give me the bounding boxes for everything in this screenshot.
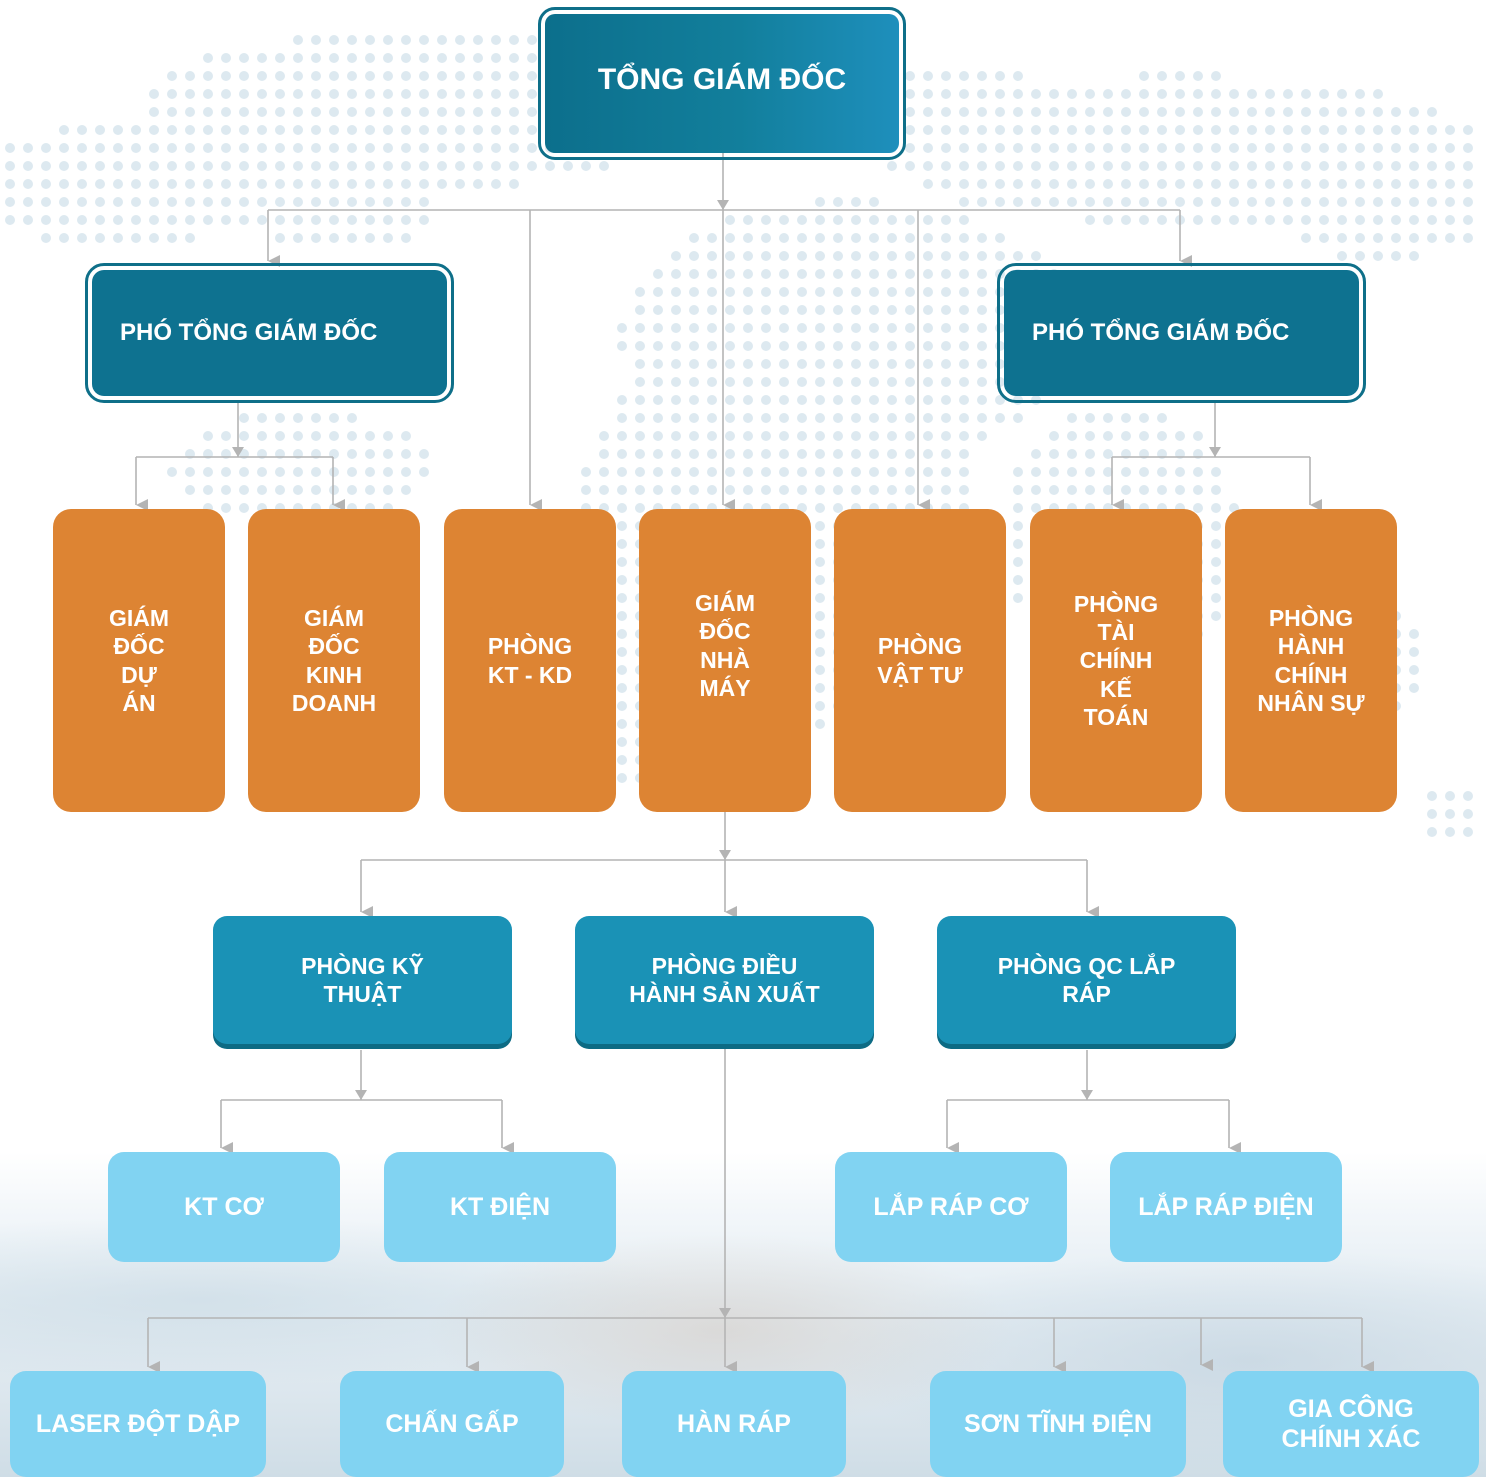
connector-arrow-production-down [719,1308,731,1318]
connector-arrow-vp-right-down [1209,447,1221,457]
node-dept-supplies: PHÒNG VẬT TƯ [834,509,1006,812]
node-dept-business-director: GIÁM ĐỐC KINH DOANH [248,509,420,812]
node-unit-chan-gap: CHẤN GẤP [340,1371,564,1477]
node-unit-laser: LASER ĐỘT DẬP [10,1371,266,1477]
node-dept-factory-director: GIÁM ĐỐC NHÀ MÁY [639,509,811,812]
node-unit-kt-co: KT CƠ [108,1152,340,1262]
node-unit-son-tinh-dien: SƠN TĨNH ĐIỆN [930,1371,1186,1477]
node-unit-han-rap: HÀN RÁP [622,1371,846,1477]
node-sub-qc-assembly: PHÒNG QC LẮP RÁP [937,916,1236,1044]
node-dept-project-director: GIÁM ĐỐC DỰ ÁN [53,509,225,812]
node-unit-lap-rap-dien: LẮP RÁP ĐIỆN [1110,1152,1342,1262]
node-vp-right: PHÓ TỔNG GIÁM ĐỐC [997,263,1366,403]
node-ceo: TỔNG GIÁM ĐỐC [538,7,906,160]
node-unit-lap-rap-co: LẮP RÁP CƠ [835,1152,1067,1262]
node-vp-left: PHÓ TỔNG GIÁM ĐỐC [85,263,454,403]
map-dots [5,35,1473,837]
connector-arrow-technical-down [355,1090,367,1100]
node-sub-technical: PHÒNG KỸ THUẬT [213,916,512,1044]
connector-arrow-ceo-down [717,200,729,210]
node-dept-finance-accounting: PHÒNG TÀI CHÍNH KẾ TOÁN [1030,509,1202,812]
node-dept-kt-kd: PHÒNG KT - KD [444,509,616,812]
node-sub-production-control: PHÒNG ĐIỀU HÀNH SẢN XUẤT [575,916,874,1044]
node-unit-kt-dien: KT ĐIỆN [384,1152,616,1262]
node-unit-gia-cong: GIA CÔNG CHÍNH XÁC [1223,1371,1479,1477]
connector-arrow-vp-left-down [232,447,244,457]
connector-arrow-factory-down [719,850,731,860]
connector-arrow-qc-down [1081,1090,1093,1100]
node-dept-admin-hr: PHÒNG HÀNH CHÍNH NHÂN SỰ [1225,509,1397,812]
